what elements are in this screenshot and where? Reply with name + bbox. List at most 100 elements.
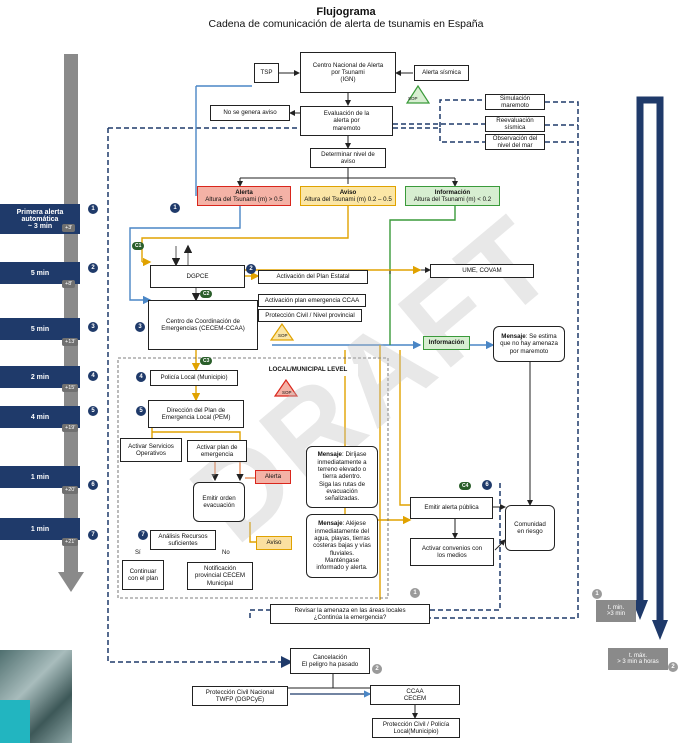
right-num-1: 1 [592,589,602,599]
step-num-2: 2 [246,264,256,274]
activar-convenios-box: Activar convenios con los medios [410,538,494,566]
proteccion-civil-box: Protección Civil / Nivel provincial [258,309,362,322]
step-num-7: 7 [138,530,148,540]
timeline-tag-2: +8' [62,280,76,288]
local-level-title: LOCAL/MUNICIPAL LEVEL [258,364,358,376]
ume-box: UME, COVAM [430,264,534,278]
no-aviso-box: No se genera aviso [210,105,290,121]
code-c3: C3 [200,357,213,365]
timeline-tag-4: +15' [62,384,79,392]
t-max-box: t. máx. > 3 min a horas [608,648,668,670]
tsp-box: TSP [254,63,279,83]
code-c4: C4 [459,482,472,490]
timeline-step-7: 1 min [0,518,80,540]
code-c2: C2 [200,290,213,298]
timeline-num-4: 4 [88,371,98,381]
timeline-num-1: 1 [88,204,98,214]
timeline-step-2: 5 min [0,262,80,284]
mensaje-no-amenaza: Mensaje: Se estima que no hay amenaza po… [493,326,565,362]
timeline-tag-7: +21' [62,538,79,546]
mensaje-alejese: Mensaje: Aléjese inmediatamente del agua… [306,514,378,578]
notificacion-box: Notificación provincial CECEM Municipal [187,562,253,590]
emitir-alerta-box: Emitir alerta pública [410,497,493,519]
t-min-box: t. min. >3 min [596,600,636,622]
mensaje2-bold: Mensaje [317,451,342,459]
activacion-estatal-box: Activación del Plan Estatal [258,270,368,284]
cancelacion-box: Cancelación El peligro ha pasado [290,648,370,674]
timeline-num-2: 2 [88,263,98,273]
label-si: Sí [135,550,141,556]
reevaluacion-box: Reevaluación sísmica [485,116,545,132]
activar-plan-box: Activar plan de emergencia [187,440,247,462]
revisar-box: Revisar la amenaza en las áreas locales … [270,604,430,624]
mensaje-evacuacion: Mensaje: Diríjase inmediatamente a terre… [306,446,378,508]
step-num-6: 6 [482,480,492,490]
step-num-3: 3 [135,322,145,332]
alerta-level-box: Alerta Altura del Tsunami (m) > 0.5 [197,186,291,206]
timeline-step-1: Primera alerta automática ~ 3 min [0,204,80,234]
comunidad-box: Comunidad en riesgo [505,505,555,551]
ign-box: Centro Nacional de Alerta por Tsunami (I… [300,52,396,93]
timeline-num-7: 7 [88,530,98,540]
sop-triangle-mid [269,322,295,341]
pc-policia-box: Protección Civil / Policía Local(Municip… [372,718,460,738]
determinar-box: Determinar nivel de aviso [310,148,386,168]
sop-label-top: SOP [408,96,418,101]
timeline-step-5: 4 min [0,406,80,428]
code-c1: C1 [132,242,145,250]
sop-label-mid: SOP [278,333,288,338]
continuar-box: Continuar con el plan [122,560,164,590]
timeline-tag-5: +19' [62,424,79,432]
mensaje1-text: : Se estima que no hay amenaza por marem… [500,333,558,355]
right-num-2: 2 [668,662,678,672]
informacion-level-desc: Altura del Tsunami (m) < 0.2 [413,196,492,203]
timeline-step-6: 1 min [0,466,80,488]
informacion-box: Información [423,336,470,350]
mensaje1-bold: Mensaje [501,333,526,341]
activar-servicios-box: Activar Servicios Operativos [120,438,182,462]
timeline-num-6: 6 [88,480,98,490]
timeline-tag-6: +20' [62,486,79,494]
timeline-step-4: 2 min [0,366,80,388]
mensaje3-text: : Aléjese inmediatamente del agua, playa… [313,520,371,572]
step-num-4: 4 [136,372,146,382]
emitir-orden-box: Emitir orden evacuación [193,482,245,522]
alerta-level-desc: Altura del Tsunami (m) > 0.5 [205,196,283,203]
label-no: No [222,550,230,556]
mensaje3-bold: Mensaje [318,520,343,528]
diagram-title: Flujograma [316,6,376,18]
alerta-small-box: Alerta [255,470,291,484]
alerta-sismica-box: Alerta sísmica [414,65,469,81]
dgpce-box: DGPCE [150,265,245,288]
pc-nacional-box: Protección Civil Nacional TWFP (DGPCyE) [192,686,288,706]
timeline-tag-1: +3' [62,224,76,232]
informacion-level-box: Información Altura del Tsunami (m) < 0.2 [405,186,500,206]
step-num-1: 1 [170,203,180,213]
sop-triangle-local [273,378,299,397]
timeline-num-5: 5 [88,406,98,416]
corner-accent [0,700,30,743]
right-loop [636,96,664,625]
timeline-arrowhead [58,572,84,592]
diagram-subtitle: Cadena de comunicación de alerta de tsun… [208,18,484,30]
activacion-ccaa-box: Activación plan emergencia CCAA [258,294,366,307]
timeline-step-3: 5 min [0,318,80,340]
gray-num-1: 1 [410,588,420,598]
sop-triangle-top [405,84,431,104]
simulacion-box: Simulación maremoto [485,94,545,110]
gray-num-2: 2 [372,664,382,674]
ccaa-box: CCAA CECEM [370,685,460,705]
policia-box: Policía Local (Municipio) [150,370,238,386]
timeline-bar [64,54,78,574]
alerta-level-title: Alerta [235,188,253,196]
aviso-level-desc: Altura del Tsunami (m) 0.2 – 0.5 [304,196,392,203]
sop-label-local: SOP [282,390,292,395]
observacion-box: Observación del nivel del mar [485,134,545,150]
direccion-box: Dirección del Plan de Emergencia Local (… [148,400,244,428]
evaluacion-box: Evaluación de la alerta por maremoto [300,106,393,136]
timeline-num-3: 3 [88,322,98,332]
timeline-tag-3: +13' [62,338,79,346]
cecem-box: Centro de Coordinación de Emergencias (C… [148,300,258,350]
step-num-5: 5 [136,406,146,416]
aviso-level-title: Aviso [339,188,357,196]
